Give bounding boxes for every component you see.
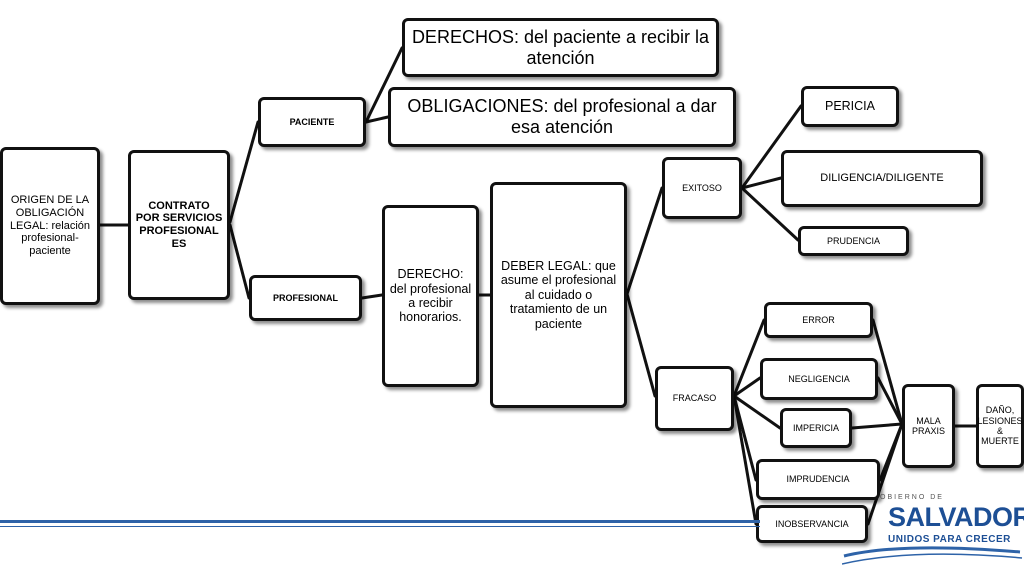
connector-paciente-obligaciones bbox=[364, 115, 390, 124]
node-dano: DAÑO, LESIONES & MUERTE bbox=[976, 384, 1024, 468]
connector-negligencia-mala bbox=[876, 376, 904, 426]
node-diligencia: DILIGENCIA/DILIGENTE bbox=[781, 150, 983, 207]
node-error: ERROR bbox=[764, 302, 873, 338]
logo-main-text: SALVADOR bbox=[888, 502, 1024, 532]
connector-deber-fracaso bbox=[625, 292, 657, 398]
logo-sub-text: UNIDOS PARA CRECER bbox=[888, 534, 1011, 545]
node-contrato: CONTRATO POR SERVICIOS PROFESIONAL ES bbox=[128, 150, 230, 300]
node-profesional: PROFESIONAL bbox=[249, 275, 362, 321]
connector-deber-exitoso bbox=[625, 186, 664, 296]
connector-paciente-derechos bbox=[364, 46, 404, 124]
node-pericia: PERICIA bbox=[801, 86, 899, 127]
logo-top-text: OBIERNO DE bbox=[880, 494, 944, 501]
node-prudencia: PRUDENCIA bbox=[798, 226, 909, 256]
connector-error-mala bbox=[871, 318, 904, 426]
connector-contrato-profesional bbox=[228, 223, 251, 300]
node-deber: DEBER LEGAL: que asume el profesional al… bbox=[490, 182, 627, 408]
connector-exitoso-pericia bbox=[740, 104, 803, 190]
connector-profesional-derecho bbox=[360, 293, 384, 300]
connector-exitoso-diligencia bbox=[740, 176, 783, 190]
node-negligencia: NEGLIGENCIA bbox=[760, 358, 878, 400]
node-exitoso: EXITOSO bbox=[662, 157, 742, 219]
node-origen: ORIGEN DE LA OBLIGACIÓN LEGAL: relación … bbox=[0, 147, 100, 305]
connector-exitoso-prudencia bbox=[740, 186, 800, 242]
logo-swoosh-icon bbox=[842, 546, 1023, 565]
connector-fracaso-error bbox=[732, 318, 766, 398]
node-mala-praxis: MALA PRAXIS bbox=[902, 384, 955, 468]
node-paciente: PACIENTE bbox=[258, 97, 366, 147]
node-imprudencia: IMPRUDENCIA bbox=[756, 459, 880, 500]
connector-fracaso-negligencia bbox=[732, 376, 762, 398]
node-inobservancia: INOBSERVANCIA bbox=[756, 505, 868, 543]
connector-inobservancia-mala bbox=[866, 422, 904, 526]
connector-fracaso-impericia bbox=[732, 394, 782, 430]
connector-fracaso-inobservancia bbox=[732, 394, 758, 526]
node-fracaso: FRACASO bbox=[655, 366, 734, 431]
node-impericia: IMPERICIA bbox=[780, 408, 852, 448]
node-derechos: DERECHOS: del paciente a recibir la aten… bbox=[402, 18, 719, 77]
footer-stripe-thick bbox=[0, 520, 760, 523]
government-logo: OBIERNO DE SALVADOR UNIDOS PARA CRECER bbox=[842, 494, 1024, 576]
connector-impericia-mala bbox=[850, 422, 904, 430]
footer-stripe-thin bbox=[0, 526, 760, 527]
node-derecho: DERECHO: del profesional a recibir honor… bbox=[382, 205, 479, 387]
connector-contrato-paciente bbox=[228, 120, 260, 224]
node-obligaciones: OBLIGACIONES: del profesional a dar esa … bbox=[388, 87, 736, 147]
